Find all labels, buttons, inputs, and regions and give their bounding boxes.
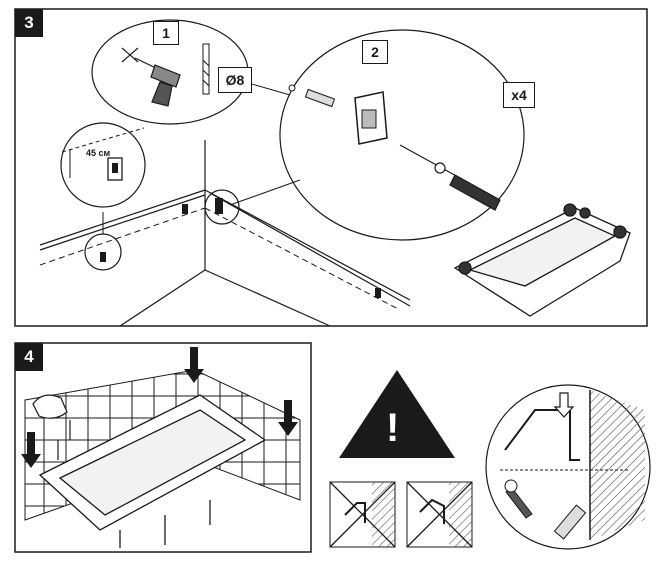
bracket-icon: [215, 198, 223, 214]
panel-step-4: [14, 342, 312, 553]
quantity-box: x4: [503, 82, 535, 108]
panel-step-3: [14, 8, 648, 327]
prohibited-icon: [406, 481, 473, 548]
drill-size-box: Ø8: [218, 67, 252, 93]
wall-plug-icon: [288, 84, 336, 108]
callout-box: 1: [153, 21, 179, 45]
fixing-detail: [229, 29, 525, 241]
step-number-badge: 3: [15, 9, 43, 37]
bracket-icon: [354, 91, 388, 145]
drilling-detail: [91, 19, 291, 125]
screw-icon: [504, 479, 533, 519]
callout-box: 2: [362, 40, 388, 64]
warning-icon: [339, 370, 455, 458]
step-number-badge: 4: [15, 343, 43, 371]
bracket-detail-circle: [204, 189, 240, 225]
bathtub-icon: [453, 203, 631, 317]
drill-bit-icon: [202, 43, 210, 95]
drill-icon: [121, 47, 181, 107]
height-label: 45 см: [86, 148, 111, 158]
prohibited-icon: [329, 481, 396, 548]
warning-mark: !: [386, 406, 400, 450]
press-down-arrow-icon: [21, 347, 298, 468]
wall-plug-icon: [553, 504, 587, 540]
level-line: [39, 207, 401, 311]
screwdriver-icon: [399, 144, 501, 211]
wall-bracket: [100, 204, 381, 298]
hand-icon: [32, 394, 71, 460]
height-detail: [60, 122, 146, 234]
mounting-detail: [485, 384, 651, 550]
bathtub-icon: [38, 394, 267, 548]
